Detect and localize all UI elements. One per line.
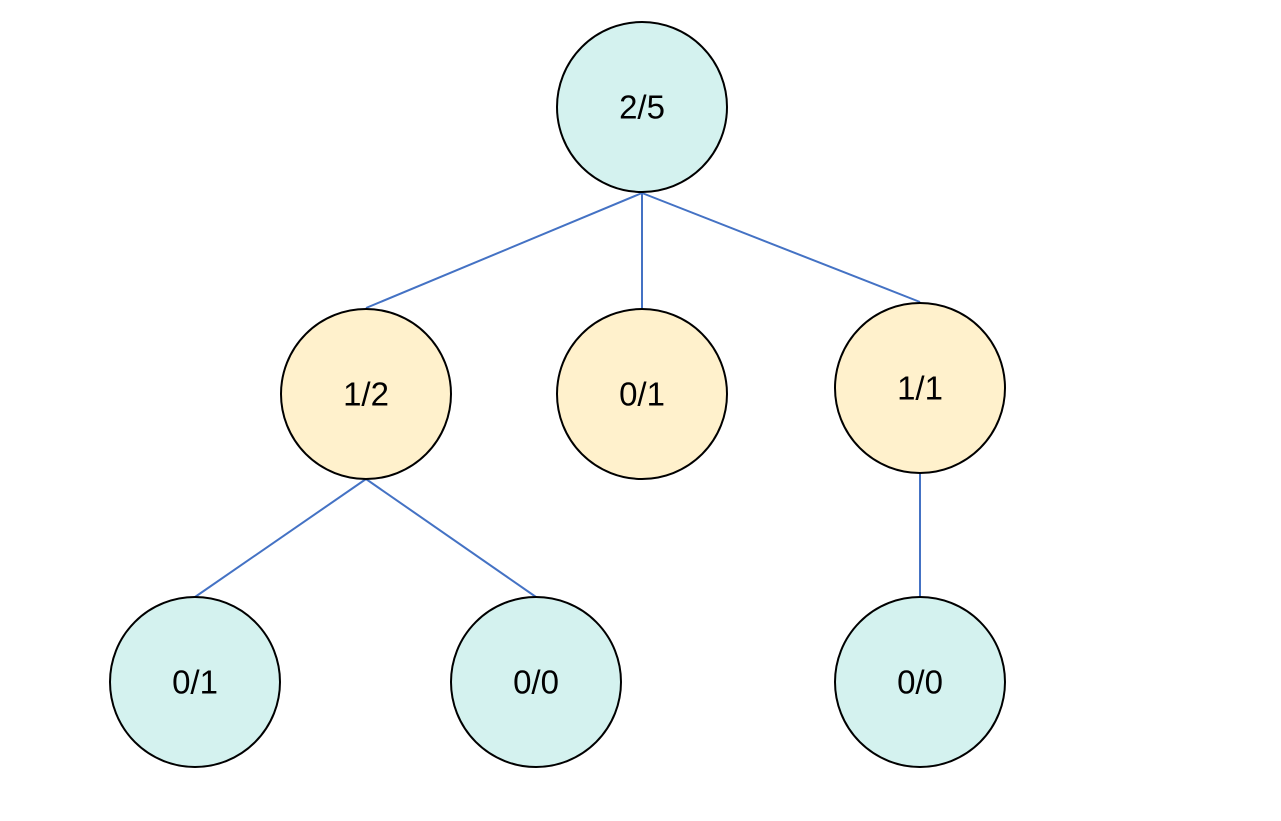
edge-root-to-a bbox=[365, 192, 643, 309]
tree-node-a: 1/2 bbox=[280, 308, 452, 480]
tree-node-a2: 0/0 bbox=[450, 596, 622, 768]
tree-node-root: 2/5 bbox=[556, 21, 728, 193]
edge-a-to-a1 bbox=[194, 478, 367, 598]
node-label: 0/0 bbox=[513, 664, 559, 701]
node-label: 0/1 bbox=[619, 376, 665, 413]
node-label: 0/0 bbox=[897, 664, 943, 701]
node-label: 2/5 bbox=[619, 89, 665, 126]
node-circle bbox=[834, 302, 1006, 474]
node-circle bbox=[834, 596, 1006, 768]
node-circle bbox=[450, 596, 622, 768]
node-label: 1/1 bbox=[897, 370, 943, 407]
edge-root-to-c bbox=[641, 192, 921, 303]
tree-node-b: 0/1 bbox=[556, 308, 728, 480]
edge-a-to-a2 bbox=[365, 478, 537, 598]
tree-node-c: 1/1 bbox=[834, 302, 1006, 474]
node-circle bbox=[109, 596, 281, 768]
node-circle bbox=[556, 21, 728, 193]
tree-node-a1: 0/1 bbox=[109, 596, 281, 768]
node-label: 1/2 bbox=[343, 376, 389, 413]
node-label: 0/1 bbox=[172, 664, 218, 701]
tree-node-c1: 0/0 bbox=[834, 596, 1006, 768]
node-circle bbox=[280, 308, 452, 480]
node-circle bbox=[556, 308, 728, 480]
